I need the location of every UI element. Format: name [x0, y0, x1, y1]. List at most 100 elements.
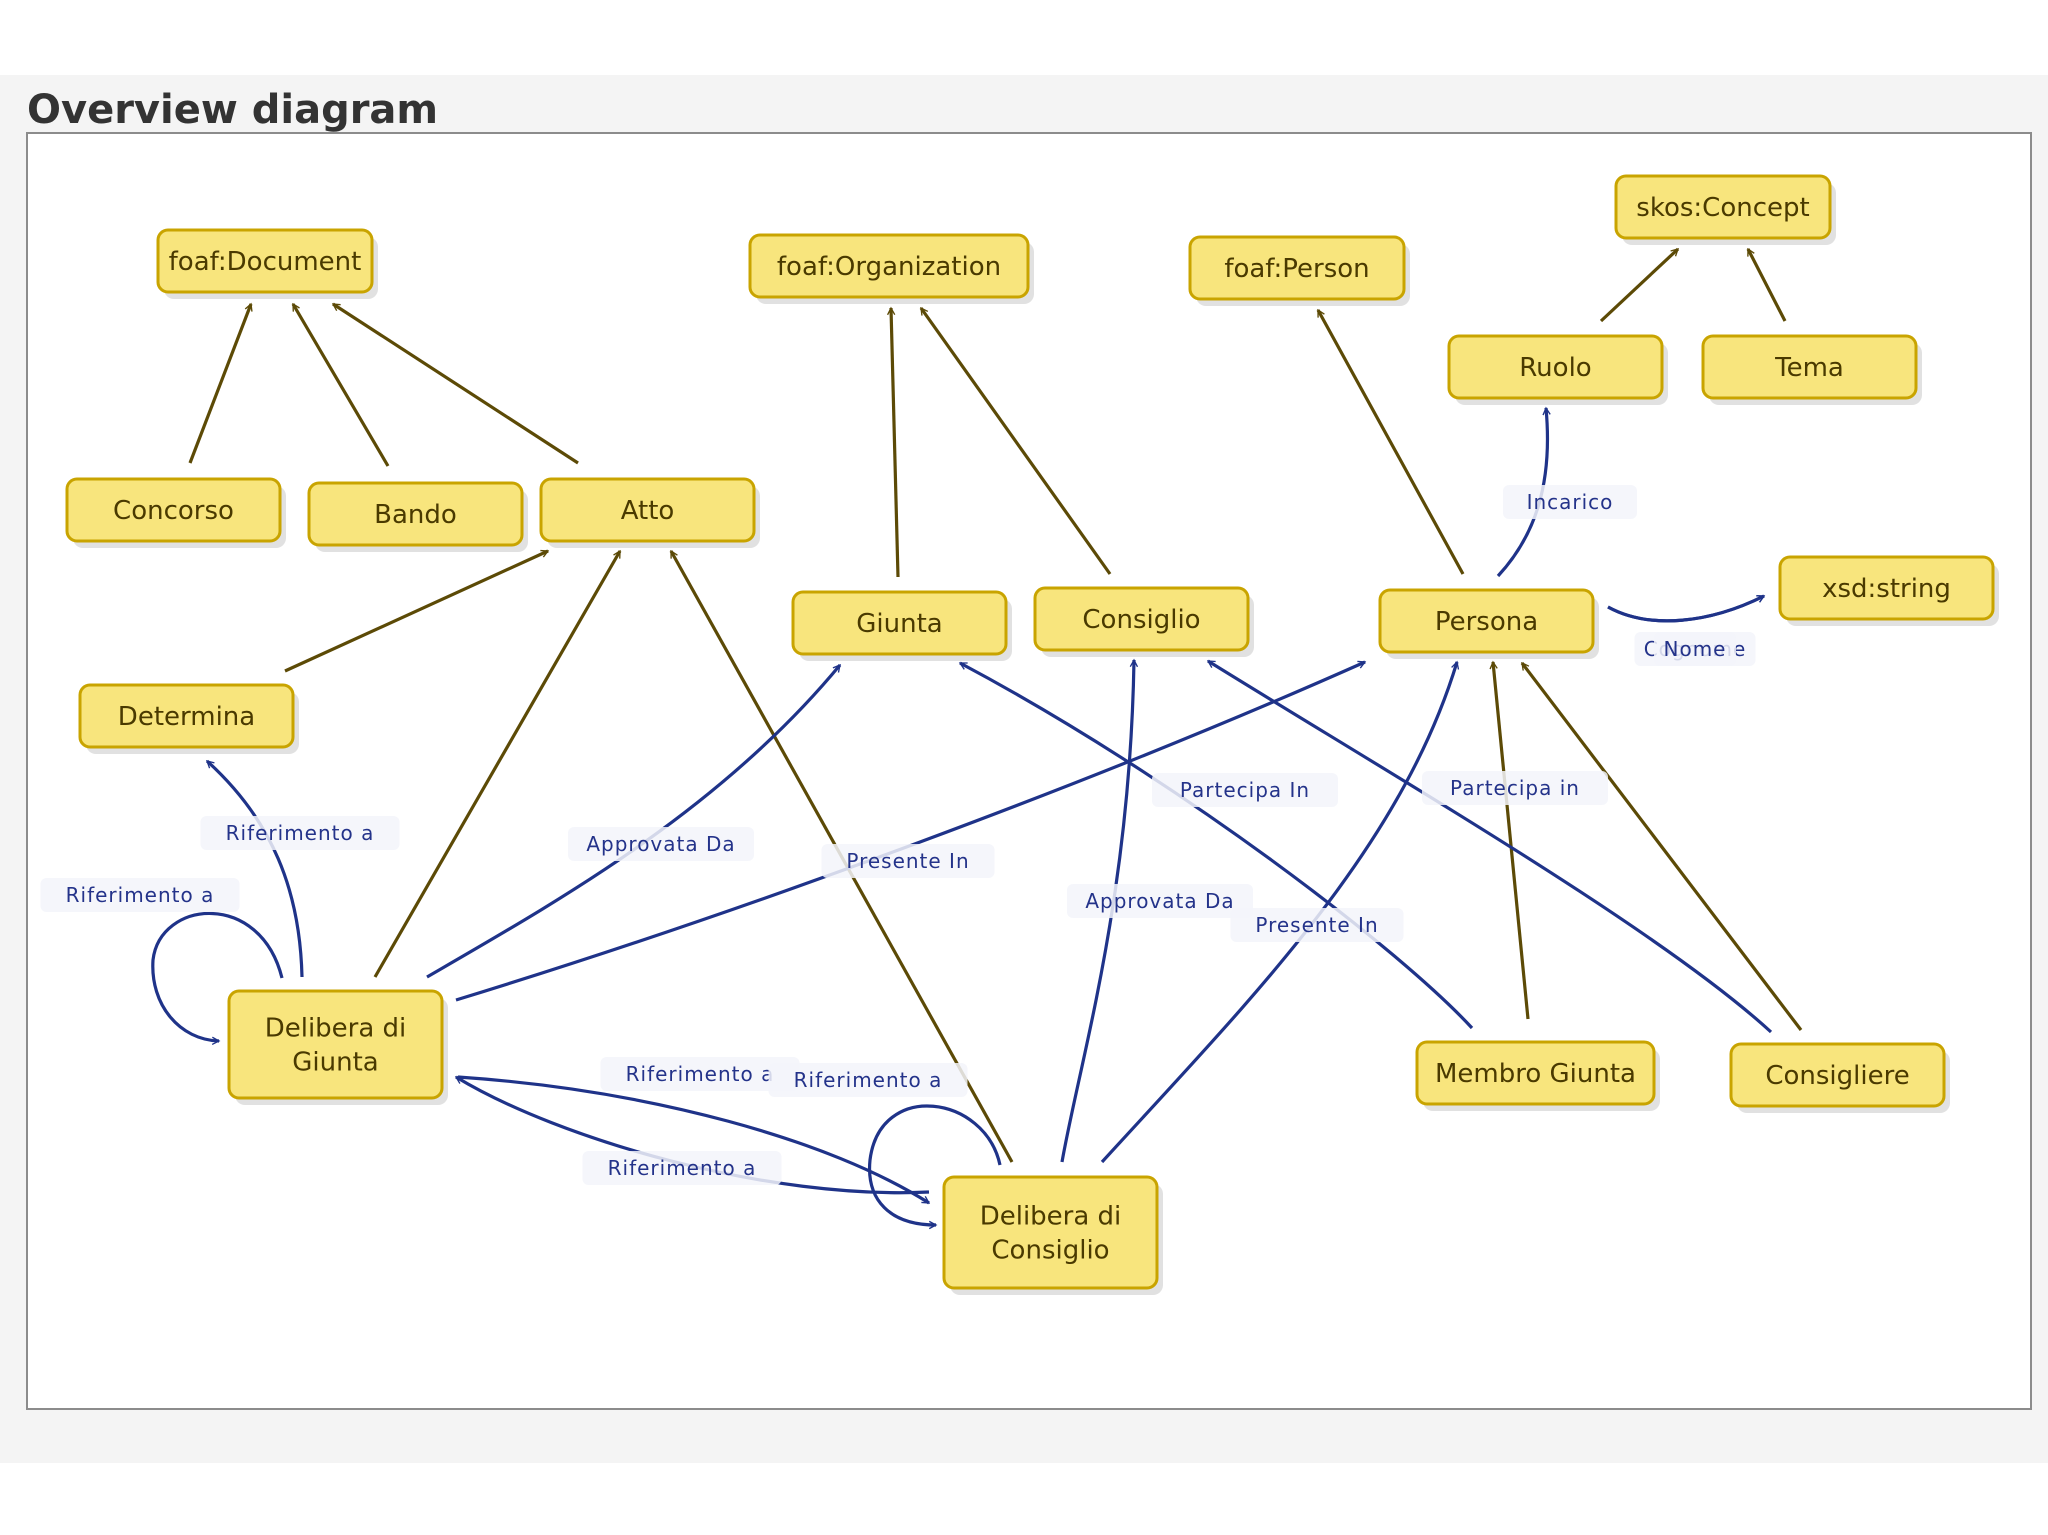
node-label: foaf:Person: [1224, 254, 1369, 284]
node-membro-giunta[interactable]: Membro Giunta: [1415, 1040, 1660, 1111]
subclass-edge-ruolo-to-skos_concept: [1599, 247, 1680, 323]
node-box: [156, 228, 374, 294]
node-box: [1701, 334, 1918, 400]
node-box: [78, 683, 295, 749]
node-consiglio[interactable]: Consiglio: [1033, 586, 1254, 657]
node-box: [1614, 174, 1832, 240]
subclass-edge-delibera_giunta-to-atto: [373, 551, 622, 978]
node-giunta[interactable]: Giunta: [791, 590, 1012, 661]
property-edge-membro_giunta-to-giunta: [960, 661, 1474, 1030]
edge-label-background: [600, 1057, 800, 1091]
node-persona[interactable]: Persona: [1378, 588, 1599, 659]
edge-label: Riferimento a: [200, 816, 400, 850]
node-label: foaf:Document: [169, 247, 362, 277]
node-box: [791, 590, 1008, 656]
subclass-edge-consiglio-to-foaf_organization: [919, 308, 1112, 575]
subclass-edge-persona-to-foaf_person: [1316, 310, 1465, 575]
page-title: Overview diagram: [27, 87, 439, 133]
node-label: xsd:string: [1822, 574, 1951, 604]
edge-label: Partecipa In: [1152, 773, 1338, 807]
subclass-edge-atto-to-foaf_document: [333, 302, 579, 465]
node-label: Membro Giunta: [1435, 1059, 1636, 1089]
edge-label-background: [821, 844, 995, 878]
subclass-edge-giunta-to-foaf_organization: [891, 308, 900, 578]
node-skos-concept[interactable]: skos:Concept: [1614, 174, 1836, 245]
node-determina[interactable]: Determina: [78, 683, 299, 754]
property-edge-consigliere-to-consiglio: [1208, 659, 1773, 1034]
node-consigliere[interactable]: Consigliere: [1729, 1042, 1950, 1113]
node-atto[interactable]: Atto: [539, 477, 760, 548]
edge-label: Riferimento a: [40, 878, 240, 912]
edge-label-text: Partecipa in: [1450, 776, 1580, 800]
edge-label: Riferimento a: [768, 1063, 968, 1097]
node-box: [1033, 586, 1250, 652]
edge-label: Incarico: [1503, 485, 1637, 519]
node-box: [1415, 1040, 1656, 1106]
node-box: [1447, 334, 1664, 400]
edge-label-background: [1654, 632, 1736, 666]
edge-label-background: [1067, 884, 1253, 918]
edge-label-background: [568, 827, 754, 861]
subclass-edge-consigliere-to-persona: [1520, 663, 1803, 1031]
node-bando[interactable]: Bando: [307, 481, 528, 552]
subclass-edge-bando-to-foaf_document: [291, 304, 390, 467]
edge-label-text: Incarico: [1527, 490, 1614, 514]
edge-label: Approvata Da: [568, 827, 754, 861]
node-label: Consiglio: [991, 1236, 1109, 1266]
node-concorso[interactable]: Concorso: [65, 477, 286, 548]
node-box: [1378, 588, 1595, 654]
edge-label-text: Riferimento a: [226, 821, 375, 845]
edge-label: Presente In: [821, 844, 995, 878]
node-foaf-person[interactable]: foaf:Person: [1188, 235, 1410, 306]
edge-label-background: [1152, 773, 1338, 807]
edge-label-text: Partecipa In: [1180, 778, 1310, 802]
node-box: [1729, 1042, 1946, 1108]
node-label: Bando: [374, 500, 457, 530]
edge-label-text: Presente In: [846, 849, 969, 873]
node-foaf-document[interactable]: foaf:Document: [156, 228, 378, 299]
property-edge-delibera_giunta-to-persona: [455, 660, 1365, 1002]
node-label: Tema: [1774, 353, 1844, 383]
node-label: foaf:Organization: [777, 252, 1001, 282]
node-ruolo[interactable]: Ruolo: [1447, 334, 1668, 405]
property-edge-delibera_consiglio-to-delibera_consiglio: [867, 1104, 1002, 1225]
edge-label: Nome: [1654, 632, 1736, 666]
edge-label: Approvata Da: [1067, 884, 1253, 918]
node-tema[interactable]: Tema: [1701, 334, 1922, 405]
node-label: Atto: [621, 496, 675, 526]
edge-label-background: [1230, 908, 1404, 942]
property-edge-persona-to-xsd_string: [1607, 594, 1764, 623]
edge-label-text: Nome: [1664, 637, 1727, 661]
node-box: [1778, 555, 1995, 621]
node-xsd-string[interactable]: xsd:string: [1778, 555, 1999, 626]
node-foaf-organization[interactable]: foaf:Organization: [748, 233, 1034, 304]
node-label: skos:Concept: [1636, 193, 1809, 223]
node-label: Concorso: [113, 496, 234, 526]
property-edge-delibera_consiglio-to-consiglio: [1060, 660, 1134, 1163]
edge-label-text: Riferimento a: [66, 883, 215, 907]
edge-label: Presente In: [1230, 908, 1404, 942]
edge-label-background: [40, 878, 240, 912]
edge-label-text: Riferimento a: [626, 1062, 775, 1086]
node-label: Delibera di: [265, 1014, 407, 1044]
node-box: [748, 233, 1030, 299]
edge-label-background: [200, 816, 400, 850]
property-edge-delibera_giunta-to-giunta: [426, 665, 842, 979]
node-box: [1188, 235, 1406, 301]
edge-label-text: Approvata Da: [1085, 889, 1234, 913]
node-box: [307, 481, 524, 547]
node-label: Persona: [1435, 607, 1538, 637]
subclass-edge-membro_giunta-to-persona: [1493, 662, 1530, 1020]
node-label: Ruolo: [1519, 353, 1591, 383]
edge-label: Partecipa in: [1422, 771, 1608, 805]
property-edge-delibera_giunta-to-delibera_consiglio: [457, 1075, 929, 1205]
node-box: [65, 477, 282, 543]
edge-label: Riferimento a: [600, 1057, 800, 1091]
edge-label-text: Riferimento a: [608, 1156, 757, 1180]
subclass-edge-tema-to-skos_concept: [1746, 249, 1787, 322]
node-label: Consiglio: [1082, 605, 1200, 635]
subclass-edge-determina-to-atto: [284, 549, 548, 673]
